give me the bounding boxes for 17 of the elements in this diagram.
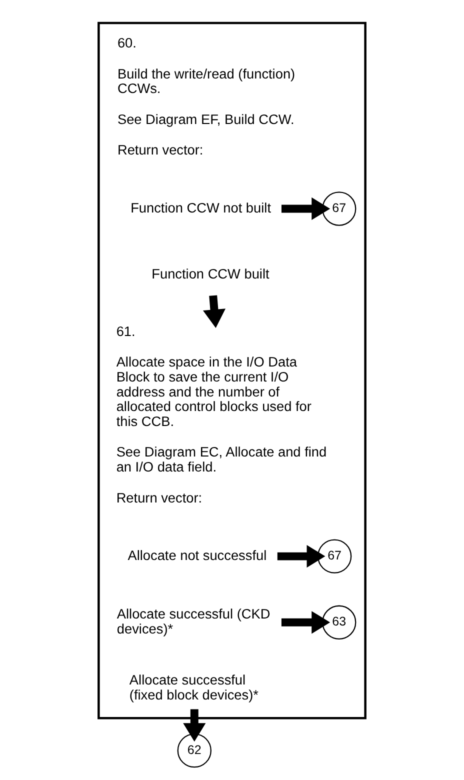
node-circle: 63 — [322, 604, 356, 639]
cluster — [98, 21, 366, 719]
node-text: Function CCW built — [152, 266, 270, 281]
node-text: 61. Allocate space in the I/O Data Block to save the current I/O address and the number of allocated control blocks used for this CCB. See Diagram EC, Allocate and find an I/O data field. Return vector: — [116, 323, 327, 505]
arrow — [282, 196, 330, 220]
node-text: 60. Build the write/read (function) CCWs. See Diagram EF, Build CCW. Return vector: — [117, 35, 296, 158]
node-text: Allocate successful (CKD devices)* — [116, 606, 270, 636]
arrow — [202, 294, 226, 328]
node-text: Function CCW not built — [130, 200, 272, 215]
arrow — [183, 708, 206, 742]
node-circle: 62 — [177, 733, 212, 768]
node-text: Allocate successful (fixed block devices)* — [129, 672, 258, 702]
arrow — [281, 610, 330, 634]
node-text: Allocate not successful — [128, 547, 267, 562]
arrow — [277, 544, 326, 568]
node-circle: 67 — [317, 538, 352, 573]
node-circle: 67 — [322, 191, 356, 226]
